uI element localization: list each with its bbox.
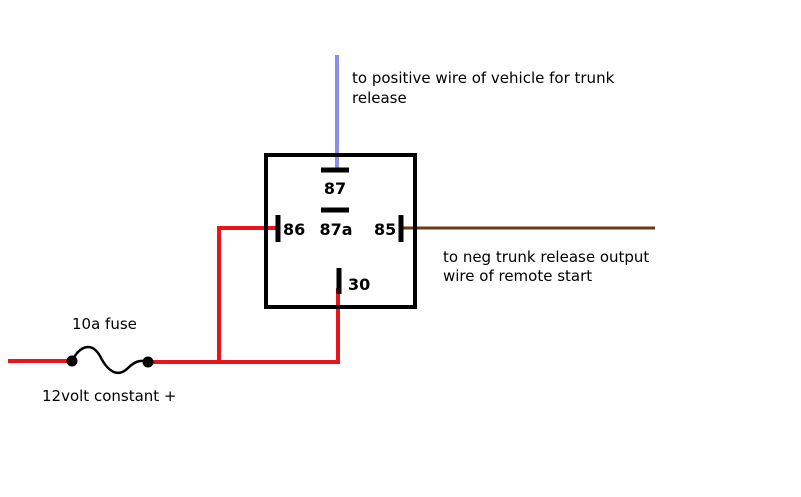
label-power: 12volt constant + [42,387,177,405]
pin-label-85: 85 [374,220,396,239]
pin-label-87a: 87a [319,220,352,239]
pin-label-87: 87 [324,179,346,198]
fuse-terminal-left [66,355,78,367]
wire-power-to-30 [219,288,340,364]
label-remote-start-line1: to neg trunk release output [443,248,649,266]
relay-body [264,153,417,309]
label-trunk-positive-line2: release [352,89,407,107]
label-trunk-positive-line1: to positive wire of vehicle for trunk [352,69,615,87]
label-remote-start-line2: wire of remote start [443,267,592,285]
fuse-element [70,345,149,375]
pin-label-86: 86 [283,220,305,239]
label-fuse: 10a fuse [72,315,137,333]
fuse-terminal-right [142,356,154,368]
wire-power-to-86 [148,226,278,364]
pin-label-30: 30 [348,275,370,294]
